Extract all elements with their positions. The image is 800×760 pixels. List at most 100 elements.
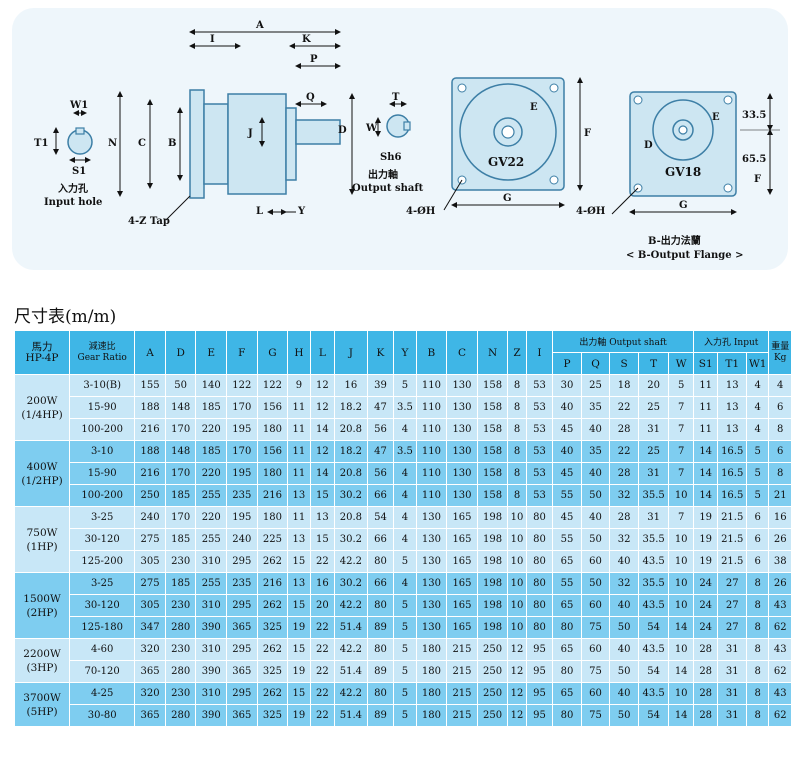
header-weight-cn: 重量 bbox=[771, 341, 790, 352]
value-cell: 31 bbox=[717, 682, 747, 705]
value-cell: 80 bbox=[525, 506, 554, 529]
value-cell: 5 bbox=[393, 682, 417, 705]
value-cell: 3.5 bbox=[393, 396, 417, 419]
value-cell: 295 bbox=[226, 594, 258, 617]
value-cell: 6 bbox=[745, 550, 770, 573]
ratio-cell: 30-80 bbox=[69, 704, 136, 727]
dim-T1: T1 bbox=[34, 138, 48, 149]
value-cell: 235 bbox=[226, 572, 258, 595]
value-cell: 35.5 bbox=[637, 572, 670, 595]
value-cell: 195 bbox=[226, 418, 258, 441]
value-cell: 40 bbox=[609, 638, 639, 661]
value-cell: 198 bbox=[476, 550, 509, 573]
header-col-F: F bbox=[226, 330, 258, 375]
value-cell: 158 bbox=[476, 374, 509, 397]
value-cell: 250 bbox=[134, 484, 166, 507]
value-cell: 250 bbox=[476, 704, 509, 727]
value-cell: 10 bbox=[507, 528, 527, 551]
value-cell: 40 bbox=[552, 440, 582, 463]
value-cell: 89 bbox=[366, 616, 395, 639]
value-cell: 10 bbox=[668, 528, 694, 551]
value-cell: 56 bbox=[366, 418, 395, 441]
value-cell: 95 bbox=[525, 704, 554, 727]
dim-Y: Y bbox=[297, 206, 306, 217]
value-cell: 55 bbox=[552, 528, 582, 551]
value-cell: 122 bbox=[256, 374, 289, 397]
value-cell: 255 bbox=[195, 572, 228, 595]
value-cell: 220 bbox=[195, 506, 228, 529]
value-cell: 4 bbox=[393, 572, 417, 595]
value-cell: 19 bbox=[692, 550, 719, 573]
power-cell: 3700W (5HP) bbox=[13, 682, 71, 727]
value-cell: 19 bbox=[287, 660, 311, 683]
value-cell: 130 bbox=[446, 418, 478, 441]
value-cell: 130 bbox=[446, 462, 478, 485]
input-label-cn: 入力孔 bbox=[58, 182, 88, 195]
value-cell: 38 bbox=[768, 550, 792, 573]
gv18-name: GV18 bbox=[665, 165, 701, 179]
value-cell: 5 bbox=[745, 484, 770, 507]
value-cell: 66 bbox=[366, 484, 395, 507]
value-cell: 42.2 bbox=[334, 594, 368, 617]
value-cell: 31 bbox=[717, 704, 747, 727]
value-cell: 24 bbox=[692, 572, 719, 595]
value-cell: 180 bbox=[256, 506, 289, 529]
value-cell: 8 bbox=[507, 440, 527, 463]
power-cell: 1500W (2HP) bbox=[13, 572, 71, 639]
value-cell: 22 bbox=[309, 704, 336, 727]
value-cell: 12 bbox=[309, 374, 336, 397]
value-cell: 65 bbox=[552, 594, 582, 617]
value-cell: 110 bbox=[415, 374, 448, 397]
value-cell: 10 bbox=[507, 550, 527, 573]
value-cell: 53 bbox=[525, 484, 554, 507]
value-cell: 15 bbox=[309, 528, 336, 551]
value-cell: 158 bbox=[476, 462, 509, 485]
value-cell: 110 bbox=[415, 396, 448, 419]
ratio-cell: 125-200 bbox=[69, 550, 136, 573]
value-cell: 16.5 bbox=[717, 440, 747, 463]
value-cell: 130 bbox=[415, 506, 448, 529]
value-cell: 5 bbox=[393, 660, 417, 683]
value-cell: 14 bbox=[692, 440, 719, 463]
value-cell: 262 bbox=[256, 594, 289, 617]
value-cell: 10 bbox=[507, 572, 527, 595]
gv18-dim-G: G bbox=[679, 200, 688, 211]
value-cell: 390 bbox=[195, 704, 228, 727]
value-cell: 26 bbox=[768, 572, 792, 595]
header-col-J: J bbox=[334, 330, 368, 375]
value-cell: 16.5 bbox=[717, 484, 747, 507]
gv22-dim-H: 4-ØH bbox=[406, 206, 435, 217]
value-cell: 195 bbox=[226, 506, 258, 529]
value-cell: 80 bbox=[366, 638, 395, 661]
value-cell: 8 bbox=[507, 374, 527, 397]
value-cell: 122 bbox=[226, 374, 258, 397]
ratio-cell: 125-180 bbox=[69, 616, 136, 639]
value-cell: 54 bbox=[637, 616, 670, 639]
header-col-I: I bbox=[525, 330, 554, 375]
value-cell: 62 bbox=[768, 704, 792, 727]
value-cell: 130 bbox=[415, 594, 448, 617]
value-cell: 155 bbox=[134, 374, 166, 397]
value-cell: 185 bbox=[164, 572, 197, 595]
value-cell: 27 bbox=[717, 594, 747, 617]
value-cell: 216 bbox=[256, 484, 289, 507]
value-cell: 80 bbox=[525, 528, 554, 551]
value-cell: 10 bbox=[668, 572, 694, 595]
value-cell: 130 bbox=[415, 572, 448, 595]
value-cell: 24 bbox=[692, 616, 719, 639]
value-cell: 31 bbox=[717, 660, 747, 683]
dim-W: W bbox=[365, 123, 378, 134]
value-cell: 4 bbox=[393, 462, 417, 485]
value-cell: 215 bbox=[446, 682, 478, 705]
header-col-S1: S1 bbox=[692, 352, 719, 375]
value-cell: 60 bbox=[580, 594, 611, 617]
value-cell: 8 bbox=[745, 682, 770, 705]
value-cell: 130 bbox=[415, 550, 448, 573]
value-cell: 51.4 bbox=[334, 704, 368, 727]
value-cell: 40 bbox=[609, 682, 639, 705]
section-title: 尺寸表(m/m) bbox=[14, 307, 117, 327]
